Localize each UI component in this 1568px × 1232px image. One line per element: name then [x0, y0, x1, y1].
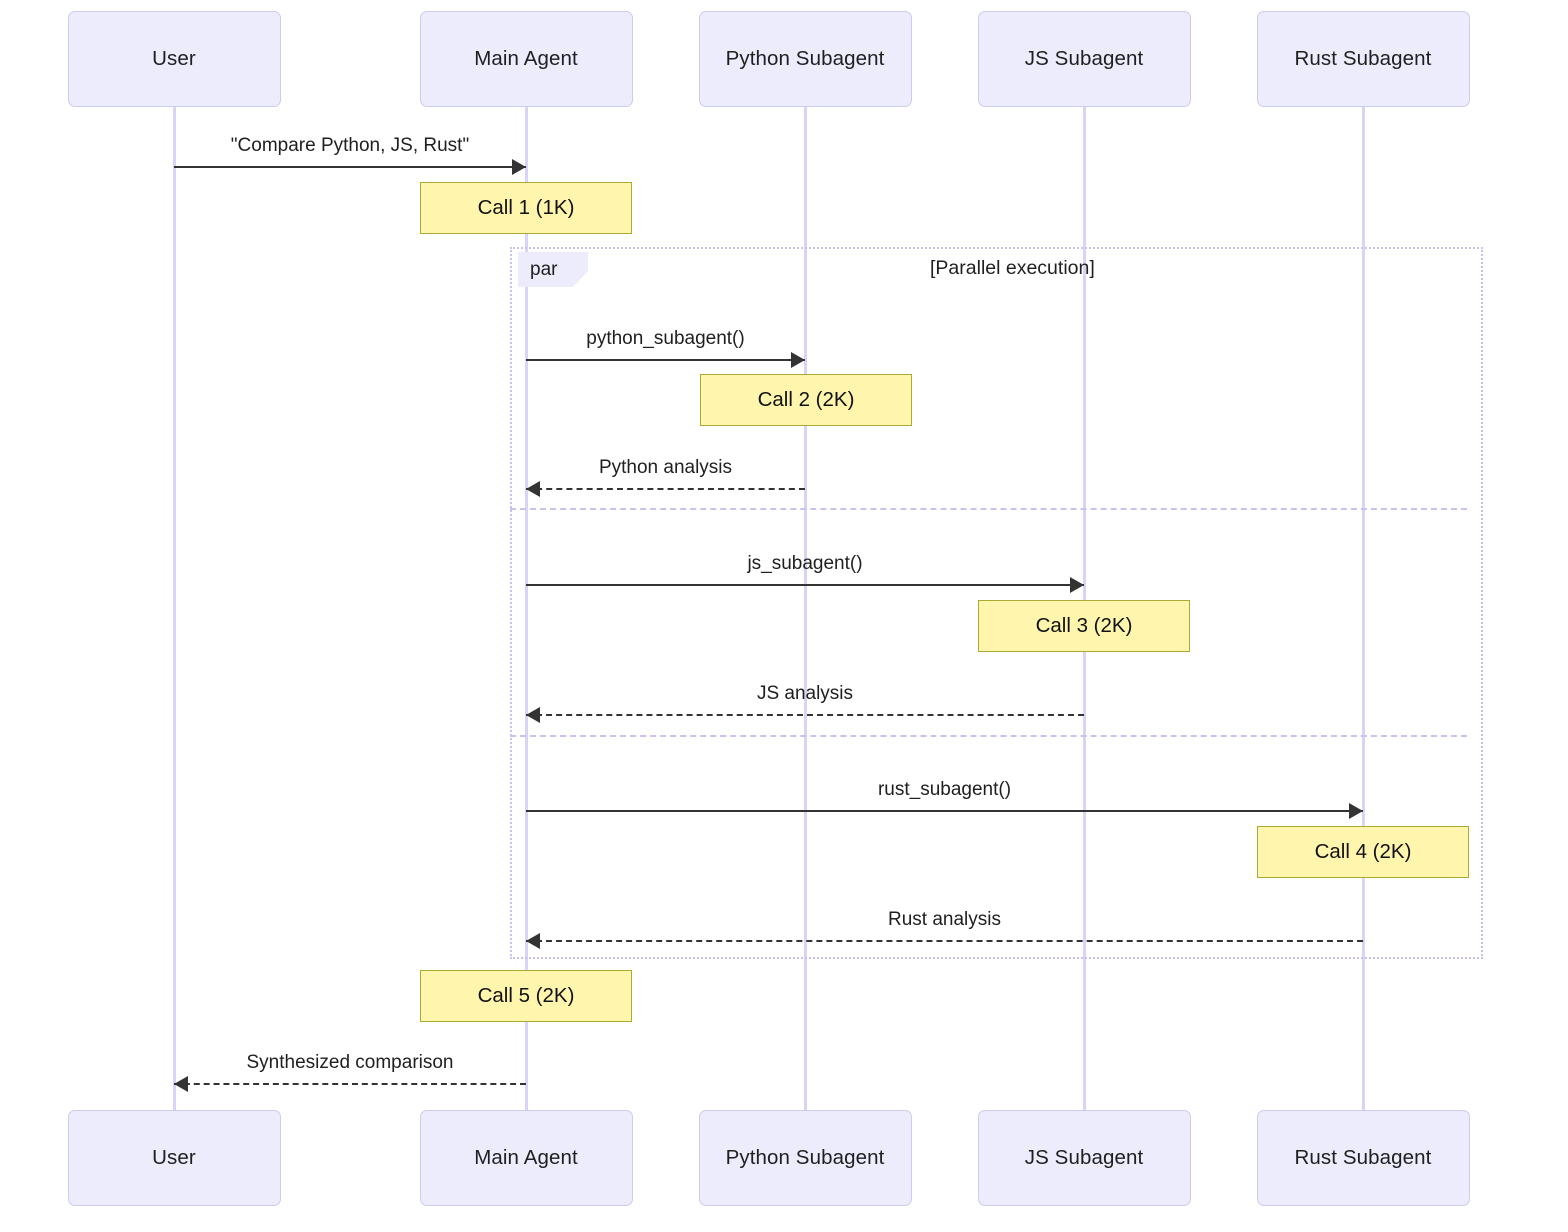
- message-rust-analysis-label: Rust analysis: [888, 909, 1001, 930]
- message-js-subagent-line: [526, 584, 1084, 586]
- lifeline-rust-subagent: [1361, 107, 1365, 1110]
- message-js-subagent-label: js_subagent(): [747, 553, 863, 574]
- message-js-analysis-label: JS analysis: [756, 683, 854, 704]
- participant-box-rust-subagent-top[interactable]: Rust Subagent: [1256, 11, 1470, 107]
- note-call-1-1k[interactable]: Call 1 (1K): [420, 182, 632, 234]
- message-python-analysis-line: [526, 488, 805, 490]
- message-js-analysis-arrowhead: [526, 707, 540, 723]
- message-synthesized-comparison-line: [174, 1083, 526, 1085]
- message-python-subagent-label: python_subagent(): [586, 328, 745, 349]
- message-rust-subagent-label: rust_subagent(): [877, 779, 1012, 800]
- participant-label-python-subagent: Python Subagent: [725, 47, 885, 70]
- lifeline-user: [172, 107, 176, 1110]
- par-fragment-divider-1: [510, 508, 1467, 510]
- message-rust-analysis-line: [526, 940, 1363, 942]
- message-compare-python-js-rust-line: [174, 166, 526, 168]
- note-label-call-3-2k: Call 3 (2K): [1035, 614, 1133, 637]
- participant-label-rust-subagent: Rust Subagent: [1294, 1146, 1432, 1169]
- participant-label-user: User: [152, 47, 196, 70]
- participant-box-main-agent-top[interactable]: Main Agent: [419, 11, 633, 107]
- participant-label-main-agent: Main Agent: [474, 47, 578, 70]
- participant-label-js-subagent: JS Subagent: [1024, 1146, 1144, 1169]
- note-label-call-2-2k: Call 2 (2K): [757, 388, 855, 411]
- note-call-3-2k[interactable]: Call 3 (2K): [978, 600, 1190, 652]
- message-python-analysis-arrowhead: [526, 481, 540, 497]
- message-synthesized-comparison-arrowhead: [174, 1076, 188, 1092]
- par-fragment-box: [510, 247, 1483, 959]
- participant-box-js-subagent-bottom[interactable]: JS Subagent: [977, 1110, 1191, 1206]
- par-fragment-tab-label: par: [530, 258, 558, 280]
- participant-label-python-subagent: Python Subagent: [725, 1146, 885, 1169]
- message-python-subagent-arrowhead: [791, 352, 805, 368]
- message-js-subagent-arrowhead: [1070, 577, 1084, 593]
- message-compare-python-js-rust-arrowhead: [512, 159, 526, 175]
- participant-box-python-subagent-top[interactable]: Python Subagent: [698, 11, 912, 107]
- participant-box-python-subagent-bottom[interactable]: Python Subagent: [698, 1110, 912, 1206]
- note-call-5-2k[interactable]: Call 5 (2K): [420, 970, 632, 1022]
- note-call-4-2k[interactable]: Call 4 (2K): [1257, 826, 1469, 878]
- par-fragment-divider-2: [510, 735, 1467, 737]
- message-rust-analysis-arrowhead: [526, 933, 540, 949]
- participant-box-js-subagent-top[interactable]: JS Subagent: [977, 11, 1191, 107]
- participant-label-main-agent: Main Agent: [474, 1146, 578, 1169]
- message-rust-subagent-arrowhead: [1349, 803, 1363, 819]
- message-python-analysis-label: Python analysis: [598, 457, 733, 478]
- message-compare-python-js-rust-label: "Compare Python, JS, Rust": [230, 135, 470, 156]
- note-call-2-2k[interactable]: Call 2 (2K): [700, 374, 912, 426]
- note-label-call-5-2k: Call 5 (2K): [477, 984, 575, 1007]
- message-synthesized-comparison-label: Synthesized comparison: [246, 1052, 454, 1073]
- message-python-subagent-line: [526, 359, 805, 361]
- par-fragment-tab: par: [518, 252, 588, 287]
- participant-box-rust-subagent-bottom[interactable]: Rust Subagent: [1256, 1110, 1470, 1206]
- lifeline-main-agent: [524, 107, 528, 1110]
- note-label-call-4-2k: Call 4 (2K): [1314, 840, 1412, 863]
- note-label-call-1-1k: Call 1 (1K): [477, 196, 575, 219]
- participant-box-main-agent-bottom[interactable]: Main Agent: [419, 1110, 633, 1206]
- message-js-analysis-line: [526, 714, 1084, 716]
- participant-box-user-bottom[interactable]: User: [67, 1110, 281, 1206]
- par-fragment-title: [Parallel execution]: [930, 257, 1095, 279]
- message-rust-subagent-line: [526, 810, 1363, 812]
- participant-box-user-top[interactable]: User: [67, 11, 281, 107]
- participant-label-user: User: [152, 1146, 196, 1169]
- participant-label-js-subagent: JS Subagent: [1024, 47, 1144, 70]
- lifeline-python-subagent: [803, 107, 807, 1110]
- participant-label-rust-subagent: Rust Subagent: [1294, 47, 1432, 70]
